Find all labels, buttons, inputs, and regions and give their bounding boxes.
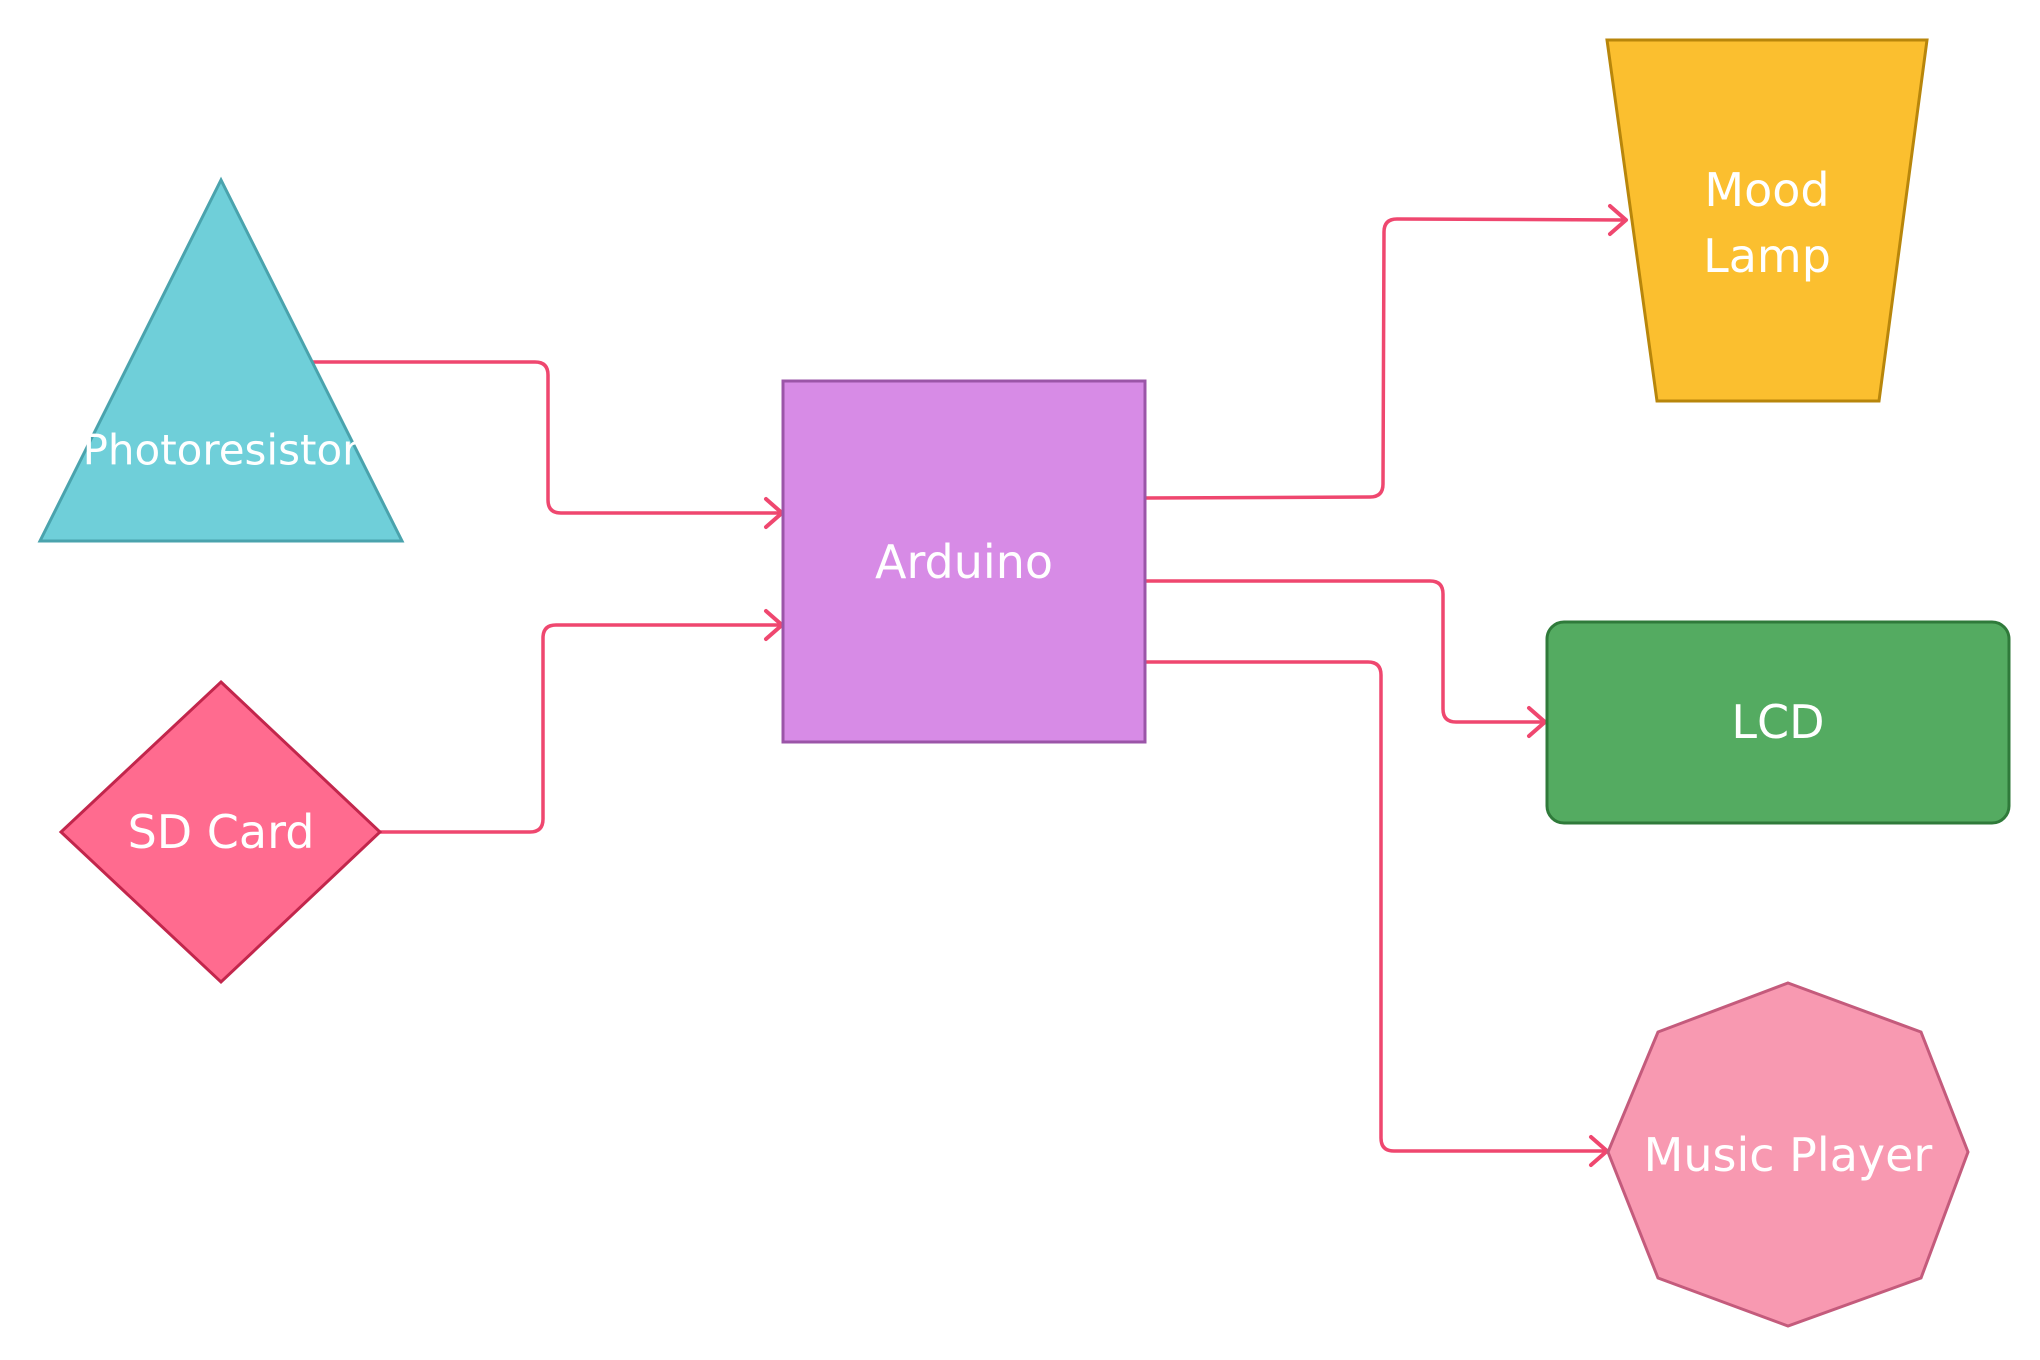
music-player-shape	[1606, 981, 1970, 1328]
node-photoresistor[interactable]: Photoresistor	[37, 176, 405, 543]
mood-lamp-label-line2: Lamp	[1703, 229, 1831, 283]
lcd-shape	[1545, 620, 2011, 825]
node-sd-card[interactable]: SD Card	[58, 679, 383, 985]
photoresistor-label: Photoresistor	[83, 426, 361, 475]
music-player-label: Music Player	[1644, 1128, 1933, 1182]
mood-lamp-shape	[1605, 38, 1929, 403]
edge-photoresistor-arduino	[312, 360, 781, 515]
node-lcd[interactable]: LCD	[1545, 620, 2011, 825]
edge-arduino-musicplayer	[1145, 660, 1606, 1153]
lcd-label: LCD	[1731, 695, 1824, 749]
node-arduino[interactable]: Arduino	[781, 379, 1147, 744]
arduino-label: Arduino	[875, 535, 1053, 589]
node-mood-lamp[interactable]: Mood Lamp	[1605, 38, 1929, 403]
arrowhead-arduino-moodlamp	[1608, 204, 1628, 236]
connectors	[312, 204, 1628, 1167]
edge-sdcard-arduino	[380, 623, 781, 834]
photoresistor-shape	[37, 176, 405, 543]
edge-arduino-lcd	[1145, 579, 1544, 724]
arrowhead-arduino-lcd	[1527, 706, 1547, 738]
mood-lamp-label-line1: Mood	[1704, 163, 1829, 217]
sd-card-shape	[58, 679, 383, 985]
node-music-player[interactable]: Music Player	[1606, 981, 1970, 1328]
edge-arduino-moodlamp	[1144, 217, 1626, 500]
arduino-shape	[781, 379, 1147, 744]
sd-card-label: SD Card	[128, 805, 315, 859]
